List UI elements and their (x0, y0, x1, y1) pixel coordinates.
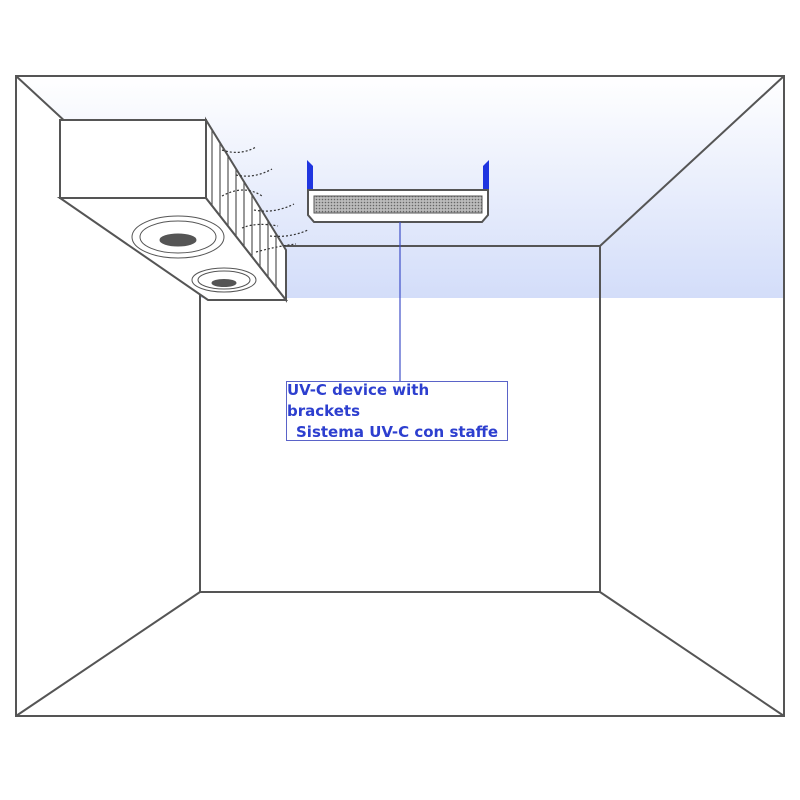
evaporator-unit (56, 116, 289, 303)
fan-icon (131, 215, 225, 259)
fan-icon (191, 267, 257, 293)
bracket-right (483, 160, 489, 190)
floor (16, 592, 784, 716)
bracket-left (307, 160, 313, 190)
callout-italian: Sistema UV-C con staffe (296, 422, 498, 441)
uv-c-device (307, 160, 489, 223)
airflow-lines (221, 146, 309, 253)
callout-english: UV-C device with brackets (287, 380, 430, 420)
right-wall-lower (600, 298, 784, 716)
device-callout: UV-C device with brackets Sistema UV-C c… (286, 381, 508, 441)
